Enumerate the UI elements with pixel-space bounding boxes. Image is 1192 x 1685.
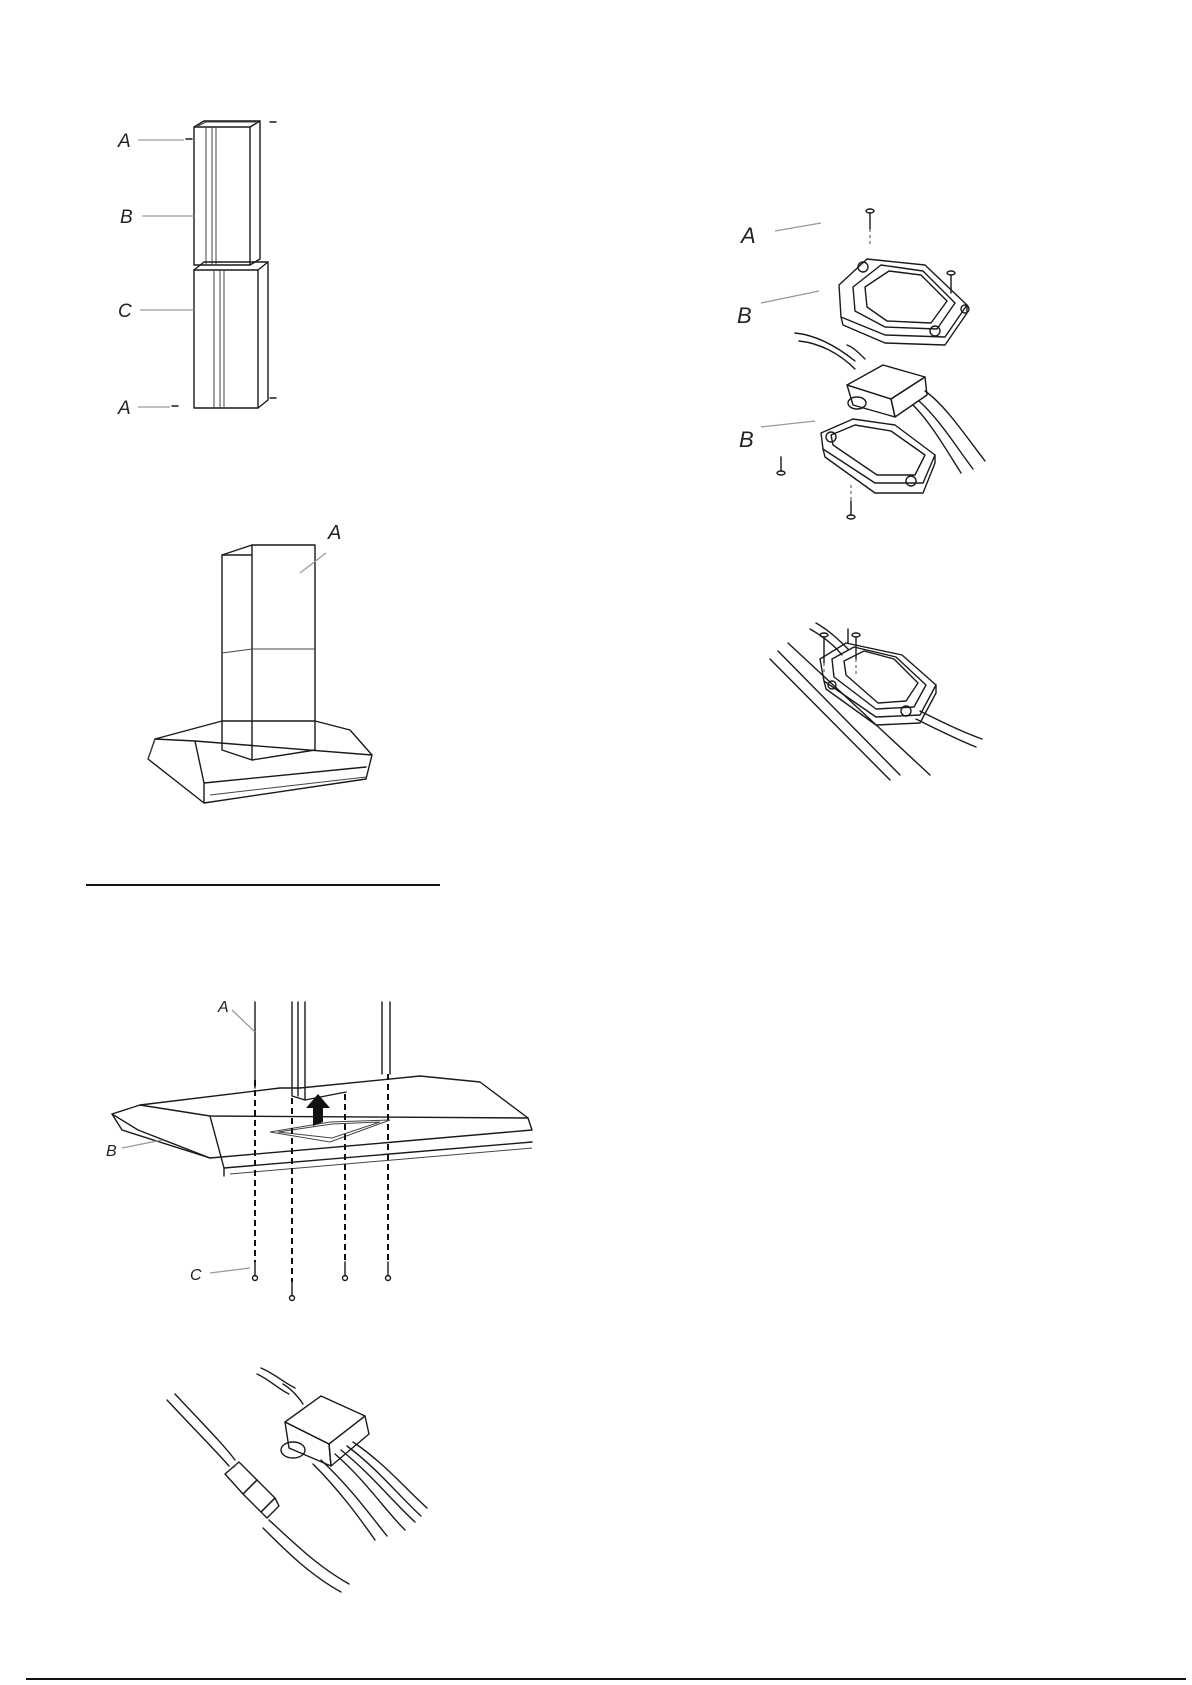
figure-junction-box-exploded: A B B bbox=[735, 205, 1005, 585]
label-c: C bbox=[118, 301, 132, 322]
figure-junction-box-mounted bbox=[770, 615, 1030, 780]
footer-rule bbox=[26, 1678, 1186, 1680]
figure-assembled-hood: A bbox=[140, 515, 400, 805]
figure-cable-connector bbox=[165, 1370, 445, 1600]
label-a: A bbox=[327, 522, 341, 544]
lower-chimney-section bbox=[194, 262, 268, 408]
label-b-bottom: B bbox=[739, 427, 754, 452]
label-b: B bbox=[120, 207, 133, 228]
upper-chimney-section bbox=[194, 121, 260, 265]
label-b-top: B bbox=[737, 303, 752, 328]
label-a: A bbox=[739, 223, 756, 248]
label-a: A bbox=[217, 999, 229, 1016]
section-divider bbox=[86, 884, 440, 886]
figure-chimney-sections: A B C A bbox=[110, 110, 310, 420]
label-a-bottom: A bbox=[117, 398, 131, 419]
label-b: B bbox=[106, 1143, 117, 1160]
figure-hood-mounting: A B C bbox=[100, 990, 540, 1300]
screw-group bbox=[253, 1262, 391, 1301]
label-a-top: A bbox=[117, 131, 131, 152]
label-c: C bbox=[190, 1267, 202, 1284]
